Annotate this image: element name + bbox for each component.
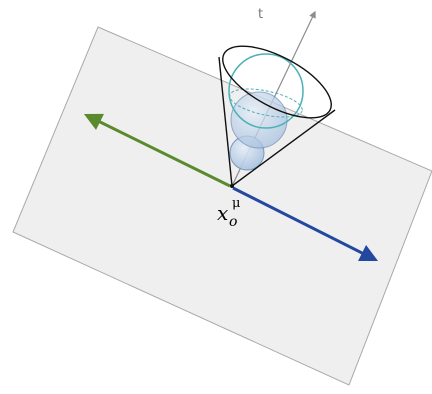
cone-right-edge [231,109,336,187]
cone-top-ellipse [222,45,332,119]
green-arrow-icon [83,113,231,188]
time-axis-label: t [258,7,263,22]
spacelike-plane [12,26,432,386]
sphere-ring [228,53,304,129]
point-label-base: x [217,201,228,225]
light-cone [218,45,336,187]
blue-arrow-icon [232,186,379,262]
point-label-subscript: o [229,214,237,230]
upper-sphere [230,91,288,149]
sphere-equator [229,88,303,118]
point-label-superscript: μ [232,196,240,211]
origin-point [230,184,234,188]
cone-left-edge [218,56,233,187]
